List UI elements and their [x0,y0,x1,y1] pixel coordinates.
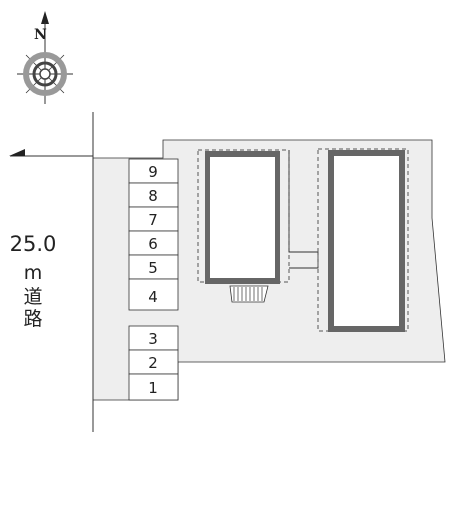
road-label-char-2: 路 [23,308,43,330]
parking-slot [128,158,179,184]
parking-slot [128,230,179,256]
building-left-interior [210,157,275,278]
parking-slot-label: 2 [148,354,158,372]
parking-group-upper: 9 8 7 6 5 4 [128,158,179,311]
parking-slot-label: 8 [148,187,158,205]
road-unit-label: m [23,262,43,284]
parking-slot [128,182,179,208]
staircase-icon [229,285,269,303]
parking-slot-label: 7 [148,211,158,229]
parking-slot-label: 1 [148,379,158,397]
road-arrow-head [9,149,25,156]
compass-north-label: N [34,27,47,43]
parking-slot-label: 9 [148,163,158,181]
parking-group-lower: 3 2 1 [128,325,179,401]
parking-slot-label: 3 [148,330,158,348]
parking-slot [128,373,179,401]
parking-slot [128,206,179,232]
road-width-label: 25.0 [9,232,57,256]
road-label-char-1: 道 [23,286,43,308]
building-right-interior [334,156,399,326]
parking-slot [128,325,179,351]
parking-slot [128,278,179,311]
parking-slot-label: 5 [148,259,158,277]
parking-slot-label: 6 [148,235,158,253]
compass-rose-icon [17,11,73,104]
parking-slot [128,349,179,375]
parking-slot-label: 4 [148,288,158,306]
